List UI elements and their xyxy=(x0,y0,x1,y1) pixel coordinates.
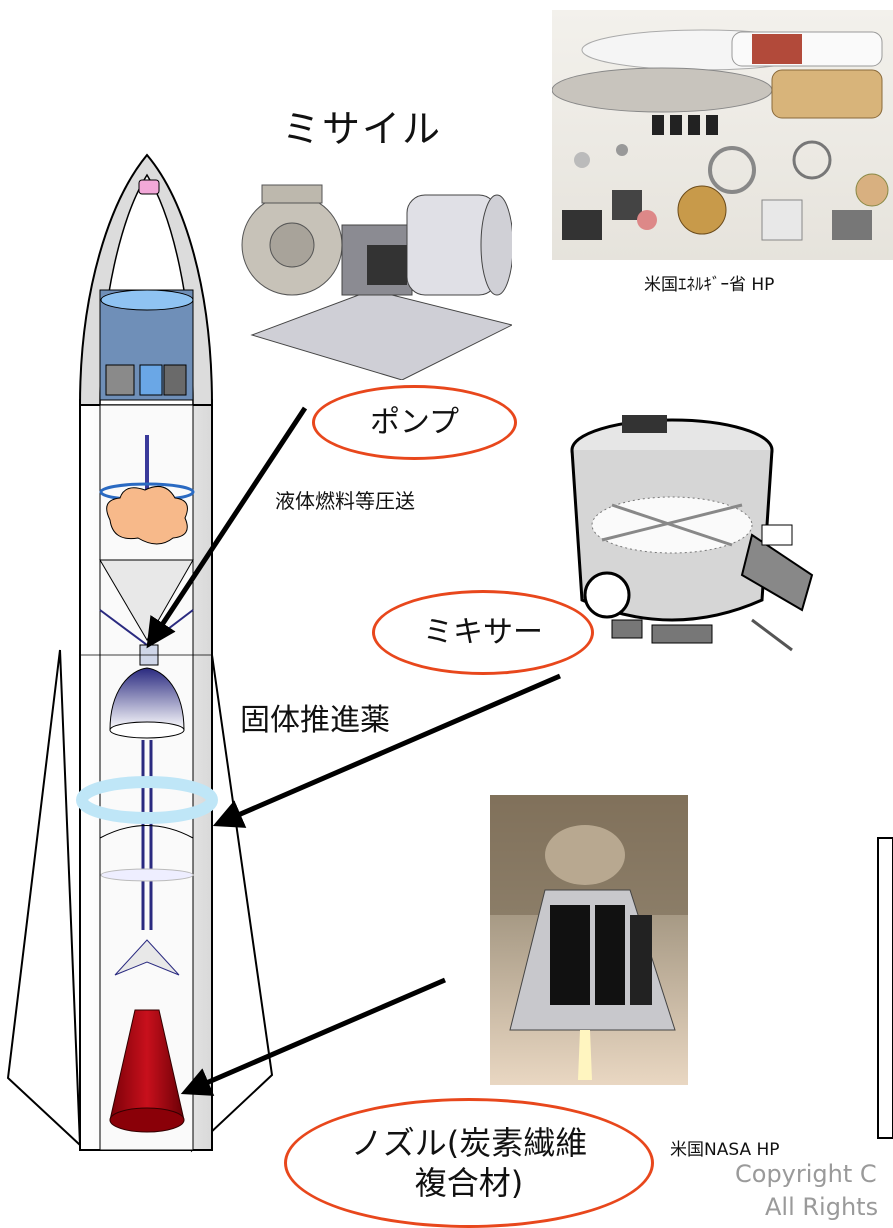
nasa-caption: 米国NASA HP xyxy=(670,1140,780,1160)
mixer-label: ミキサー xyxy=(372,590,594,675)
pump-illustration xyxy=(222,165,514,381)
nozzle-label-line2: 複合材) xyxy=(414,1164,524,1202)
page-title: ミサイル xyxy=(282,107,443,151)
mixer-illustration xyxy=(562,405,822,655)
copyright-line1: Copyright C xyxy=(735,1160,877,1188)
solid-propellant-label: 固体推進薬 xyxy=(240,703,390,738)
pump-label: ポンプ xyxy=(312,385,517,460)
liquid-fuel-label: 液体燃料等圧送 xyxy=(275,489,415,513)
engine-photo xyxy=(490,795,688,1085)
nozzle-label-line1: ノズル(炭素繊維 xyxy=(350,1124,588,1162)
doe-caption: 米国ｴﾈﾙｷﾞｰ省 HP xyxy=(644,275,775,295)
nozzle-label: ノズル(炭素繊維 複合材) xyxy=(284,1098,654,1228)
copyright-line2: All Rights xyxy=(765,1193,879,1221)
components-photo xyxy=(552,10,893,260)
